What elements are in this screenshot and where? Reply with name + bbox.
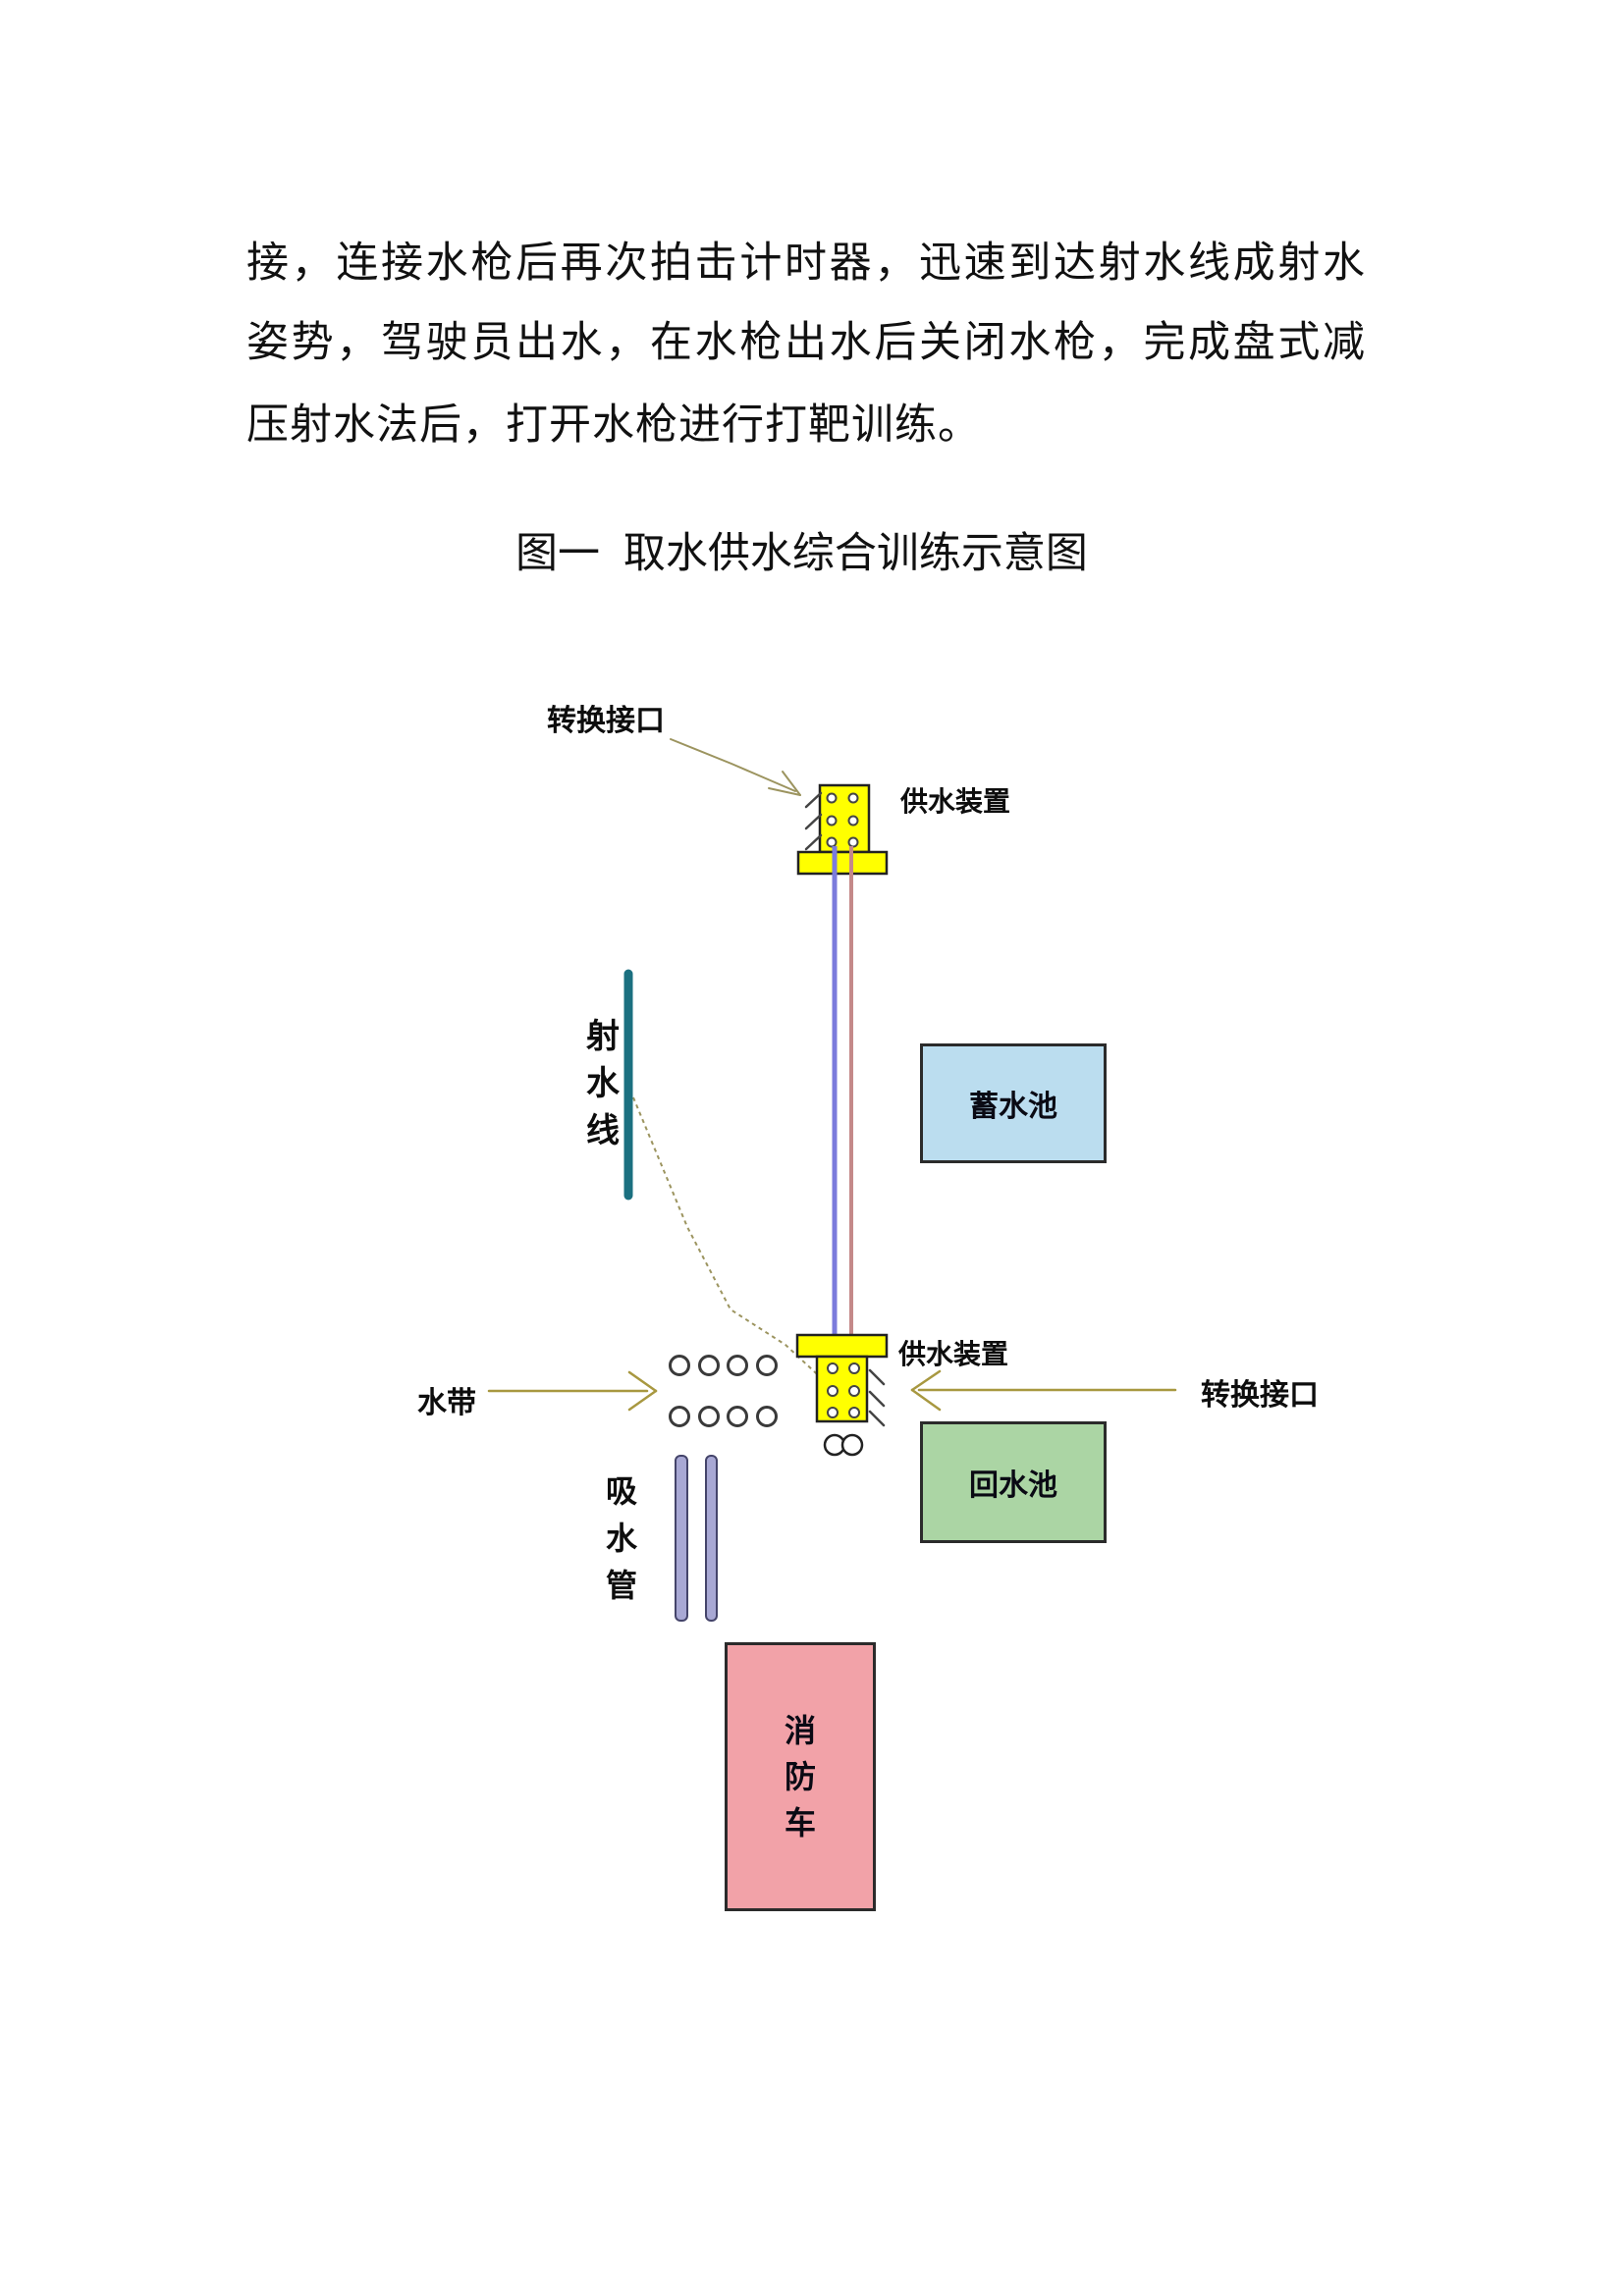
return-pool-box: 回水池 [920, 1421, 1107, 1543]
reservoir-label: 蓄水池 [969, 1091, 1057, 1123]
body-text-line: 压射水法后，打开水枪进行打靶训练。 [246, 401, 981, 449]
sketch-connector-line [632, 1096, 829, 1385]
body-text-line: 接，连接水枪后再次拍击计时器，迅速到达射水线成射水 [246, 240, 1366, 287]
label-converter-top: 转换接口 [547, 705, 665, 737]
annotation-arrow-top [670, 738, 801, 796]
label-hose: 水带 [417, 1387, 476, 1419]
converter-hatch-marks [804, 791, 823, 851]
supply-device-top [796, 783, 889, 876]
label-jet-water-line: 射水线 [586, 1018, 620, 1149]
hose-coils [669, 1355, 778, 1427]
label-suction-pipe: 吸水管 [605, 1473, 637, 1603]
converter-arrow-right [910, 1369, 1177, 1412]
label-supply-device-top: 供水装置 [900, 786, 1011, 817]
label-converter-right: 转换接口 [1201, 1379, 1319, 1412]
pipes [832, 846, 853, 1366]
hose-arrow [487, 1370, 658, 1412]
coupling-rings [823, 1433, 864, 1457]
reservoir-box: 蓄水池 [920, 1043, 1107, 1163]
supply-device-mid [795, 1333, 889, 1457]
body-text-line: 姿势，驾驶员出水，在水枪出水后关闭水枪，完成盘式减 [246, 319, 1366, 366]
coupling-holes [827, 1362, 860, 1418]
fire-truck-box: 消防车 [725, 1642, 876, 1911]
return-pool-label: 回水池 [969, 1469, 1057, 1502]
suction-pipes [675, 1455, 718, 1622]
label-supply-device-mid: 供水装置 [898, 1339, 1009, 1369]
figure-caption: 图一 取水供水综合训练示意图 [515, 530, 1088, 577]
fire-truck-label: 消防车 [784, 1712, 816, 1841]
coupling-holes [826, 792, 859, 848]
converter-hatch-marks [868, 1368, 886, 1427]
